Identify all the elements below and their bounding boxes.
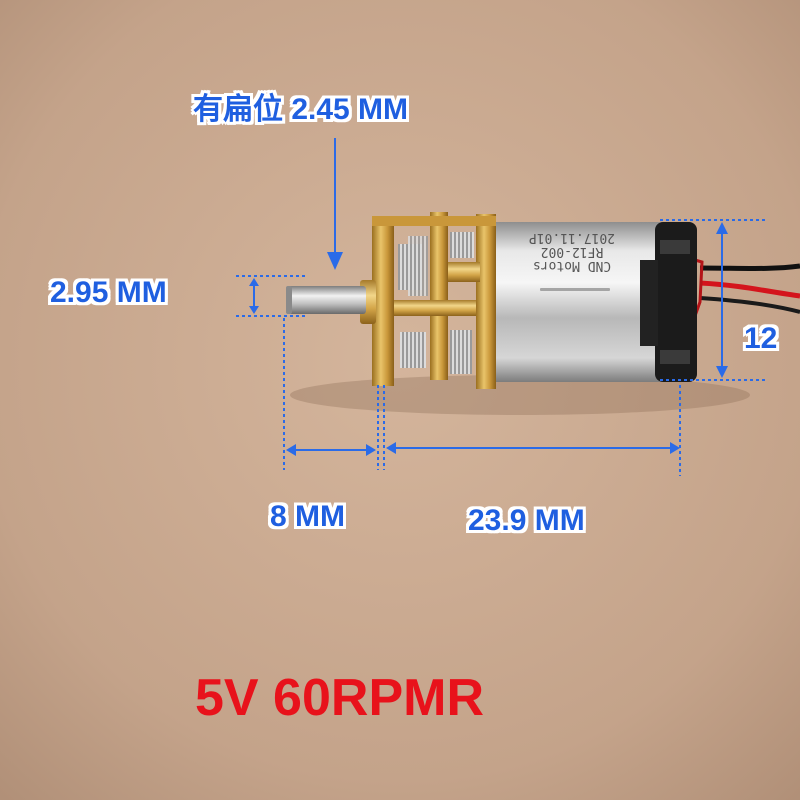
- motor-height-label: 12: [744, 322, 778, 355]
- can-print: CND Motors RF12-002 2017.11.01P: [529, 230, 615, 273]
- shaft-diameter-label: 2.95 MM: [50, 276, 167, 309]
- dimension-lines: [236, 138, 768, 476]
- svg-text:CND Motors: CND Motors: [533, 258, 611, 273]
- svg-text:RF12-002: RF12-002: [541, 244, 604, 259]
- voltage-rpm-spec: 5V 60RPMR: [195, 669, 484, 727]
- output-shaft: [286, 286, 366, 314]
- motor-can: CND Motors RF12-002 2017.11.01P: [480, 222, 697, 382]
- body-length-label: 23.9 MM: [468, 504, 585, 537]
- shaft-length-label: 8 MM: [270, 500, 345, 533]
- motor-shadow: [290, 375, 750, 415]
- flat-position-label: 有扁位 2.45 MM: [193, 93, 409, 126]
- svg-text:2017.11.01P: 2017.11.01P: [529, 230, 615, 245]
